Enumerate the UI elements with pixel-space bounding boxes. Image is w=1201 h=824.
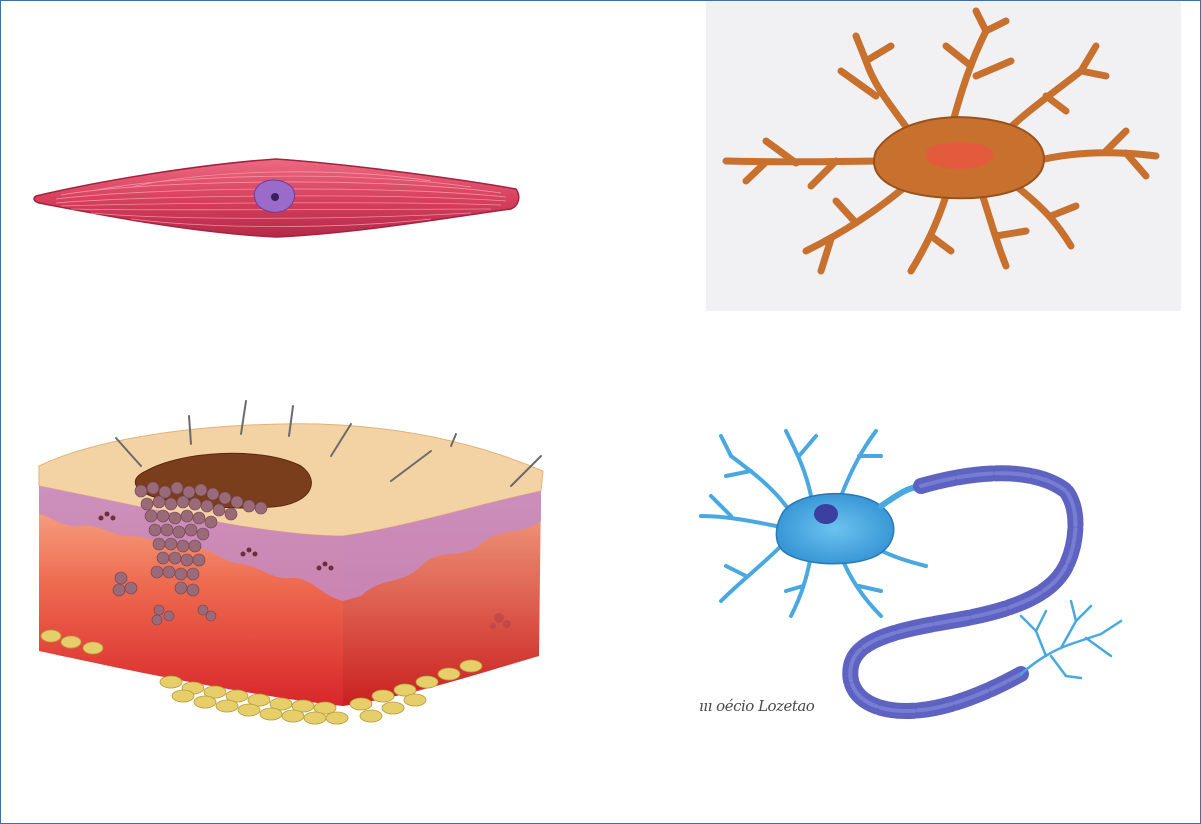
tumor-cell-cluster [112, 481, 268, 626]
epidermis-layer-side [343, 491, 541, 601]
melanocyte-marks [98, 511, 334, 571]
astrocyte-nucleus [925, 141, 994, 170]
artist-signature: ııı oécio Lozetao [699, 697, 849, 727]
myelinated-neuron-illustration [691, 416, 1136, 751]
artist-signature-text: ııı oécio Lozetao [699, 697, 815, 715]
tumor-surface-lesion [134, 452, 312, 509]
skin-tumor-cross-section-illustration [31, 396, 551, 751]
neuron-soma [775, 492, 895, 565]
astrocyte-illustration [706, 1, 1181, 311]
neuron-nucleus [814, 504, 838, 524]
axon-terminals [1019, 599, 1123, 680]
fat-cells [40, 629, 483, 725]
smooth-muscle-cell-illustration [31, 151, 526, 246]
skin-hairs [115, 400, 542, 487]
blood-vessel-spot [490, 613, 511, 629]
muscle-cell-nucleolus [271, 193, 279, 201]
